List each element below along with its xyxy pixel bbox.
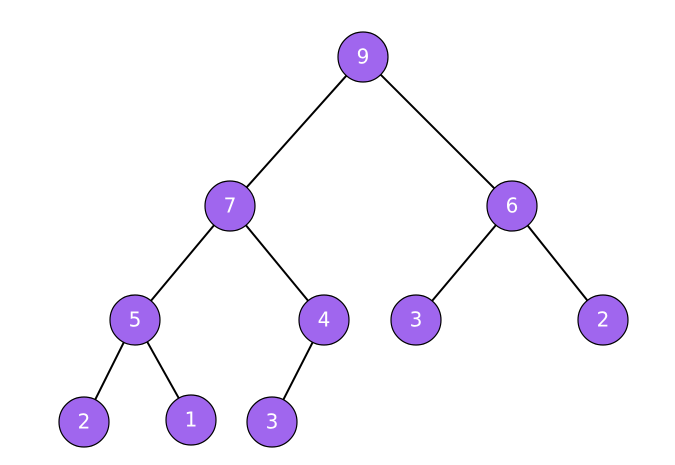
tree-nodes: 9 7 6 5 4 3 2 2 1 3 — [58, 31, 629, 448]
tree-node: 7 — [204, 180, 256, 232]
node-circle — [390, 294, 442, 346]
tree-edge — [245, 74, 348, 189]
tree-edge — [245, 224, 309, 302]
node-circle — [486, 180, 538, 232]
tree-node: 2 — [58, 396, 110, 448]
tree-edge — [431, 224, 497, 302]
node-value-label: 2 — [597, 308, 610, 332]
node-value-label: 6 — [506, 194, 519, 218]
tree-edge — [526, 224, 589, 302]
tree-node: 3 — [390, 294, 442, 346]
node-circle — [204, 180, 256, 232]
node-value-label: 1 — [185, 408, 198, 432]
node-circle — [165, 394, 217, 446]
tree-edge — [150, 224, 215, 302]
node-circle — [246, 396, 298, 448]
tree-edges — [94, 73, 589, 401]
tree-node: 3 — [246, 396, 298, 448]
node-value-label: 4 — [318, 308, 331, 332]
node-value-label: 5 — [129, 308, 142, 332]
tree-edge — [282, 341, 314, 401]
node-value-label: 7 — [224, 194, 237, 218]
node-value-label: 3 — [410, 308, 423, 332]
tree-node: 9 — [337, 31, 389, 83]
node-value-label: 3 — [266, 410, 279, 434]
node-value-label: 2 — [78, 410, 91, 434]
node-circle — [109, 294, 161, 346]
node-circle — [577, 294, 629, 346]
tree-node: 6 — [486, 180, 538, 232]
tree-edge — [146, 341, 180, 399]
tree-edge — [379, 73, 496, 190]
node-circle — [298, 294, 350, 346]
tree-node: 4 — [298, 294, 350, 346]
node-circle — [337, 31, 389, 83]
tree-node: 2 — [577, 294, 629, 346]
tree-edge — [94, 341, 125, 401]
tree-node: 5 — [109, 294, 161, 346]
node-circle — [58, 396, 110, 448]
tree-node: 1 — [165, 394, 217, 446]
node-value-label: 9 — [357, 45, 370, 69]
